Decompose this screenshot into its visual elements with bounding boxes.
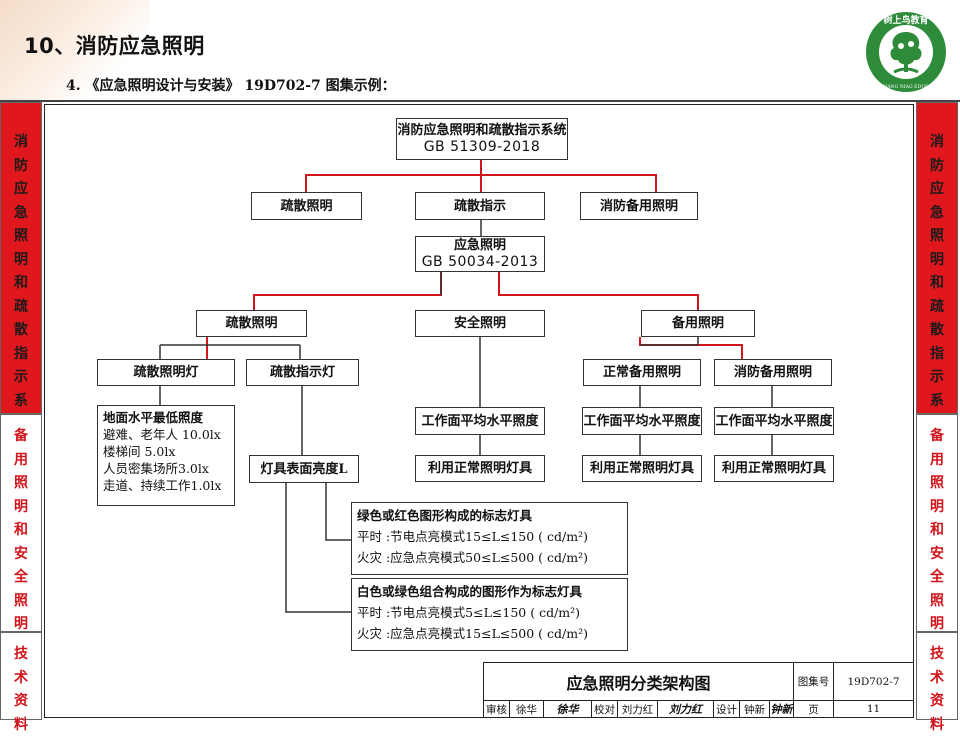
node-safety-lighting: 安全照明 <box>415 310 545 337</box>
page-number: 11 <box>866 703 881 715</box>
atlas-label: 图集号 <box>794 663 834 701</box>
review-label: 审核 <box>484 701 510 717</box>
illuminance-box: 地面水平最低照度 避难、老年人 10.0lx 楼梯间 5.0lx 人员密集场所3… <box>97 405 235 506</box>
drawing-frame <box>44 104 914 718</box>
drawing-title: 应急照明分类架构图 <box>484 663 794 701</box>
check-signature: 刘力红 <box>658 701 714 717</box>
node-normal-lamp-normal: 利用正常照明灯具 <box>582 455 702 482</box>
page-subtitle: 4. 《应急照明设计与安装》 19D702-7 图集示例： <box>66 78 396 94</box>
node-fire-standby: 消防备用照明 <box>714 359 832 386</box>
title-block: 应急照明分类架构图 图集号 19D702-7 审核 徐华 徐华 校对 刘力红 刘… <box>483 662 914 718</box>
node-evac-lighting-l2: 疏散照明 <box>196 310 307 337</box>
side-label-right-top: 消防应急照明和疏散指示系统 <box>916 102 958 432</box>
logo: 树上鸟教育 SHU SHANG NIAO EDUCATION <box>866 12 946 92</box>
page-title: 10、消防应急照明 <box>24 34 205 58</box>
root-node: 消防应急照明和疏散指示系统 GB 51309-2018 <box>396 118 568 160</box>
page-label: 页 <box>794 701 834 717</box>
node-evac-lighting: 疏散照明 <box>251 192 362 220</box>
node-emergency-lighting: 应急照明 GB 50034-2013 <box>415 236 545 272</box>
review-name: 徐华 <box>510 701 544 717</box>
node-surface-luminance: 灯具表面亮度L <box>249 455 359 483</box>
side-label-right-mid: 备用照明和安全照明 <box>916 414 958 632</box>
logo-arc-text: 树上鸟教育 <box>883 14 928 26</box>
atlas-number: 19D702-7 <box>834 663 913 701</box>
review-signature: 徐华 <box>544 701 592 717</box>
check-label: 校对 <box>592 701 618 717</box>
node-workplane-normal: 工作面平均水平照度 <box>582 407 702 435</box>
check-name: 刘力红 <box>618 701 658 717</box>
side-label-left-top: 消防应急照明和疏散指示系统 <box>0 102 42 432</box>
design-name: 钟新 <box>740 701 770 717</box>
node-workplane-safety: 工作面平均水平照度 <box>415 407 545 435</box>
node-fire-standby-lighting: 消防备用照明 <box>580 192 698 220</box>
node-evac-sign-lamp: 疏散指示灯 <box>246 359 359 386</box>
logo-bottom-text: SHU SHANG NIAO EDUCATION <box>868 84 945 90</box>
design-label: 设计 <box>714 701 740 717</box>
node-standby-lighting: 备用照明 <box>641 310 755 337</box>
node-normal-standby: 正常备用照明 <box>583 359 701 386</box>
side-label-left-mid: 备用照明和安全照明 <box>0 414 42 632</box>
node-evac-indication: 疏散指示 <box>415 192 545 220</box>
sign-spec-box-2: 白色或绿色组合构成的图形作为标志灯具 平时 :节电点亮模式5≤L≤150 ( c… <box>351 578 628 651</box>
node-evac-lamp: 疏散照明灯 <box>97 359 235 386</box>
node-workplane-fire: 工作面平均水平照度 <box>714 407 834 435</box>
node-normal-lamp-safety: 利用正常照明灯具 <box>415 455 545 482</box>
connector-lines <box>159 160 773 613</box>
sign-spec-box-1: 绿色或红色图形构成的标志灯具 平时 :节电点亮模式15≤L≤150 ( cd/m… <box>351 502 628 575</box>
node-normal-lamp-fire: 利用正常照明灯具 <box>714 455 834 482</box>
drawing-sheet <box>0 100 960 722</box>
design-signature: 钟新 <box>770 701 794 717</box>
corner-decoration <box>0 0 150 100</box>
